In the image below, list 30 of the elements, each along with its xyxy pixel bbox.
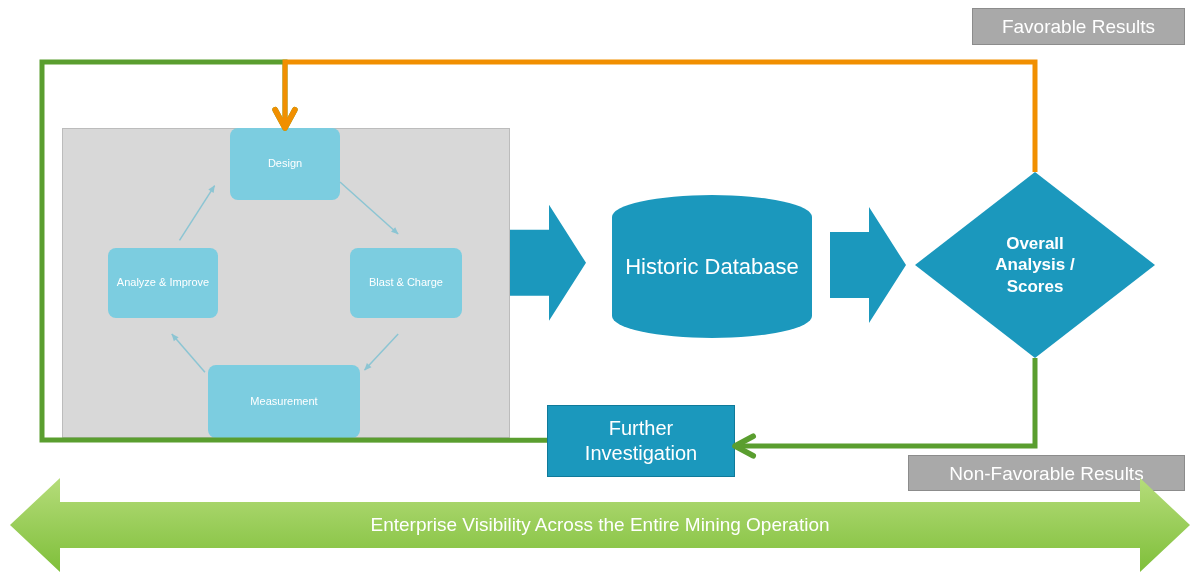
process-box (230, 128, 340, 200)
process-box (547, 405, 735, 477)
process-panel (62, 128, 510, 438)
node-label: Historic Database (624, 252, 800, 281)
result-label-box (908, 455, 1185, 491)
node-label: Measurement (249, 394, 319, 409)
block-arrow (830, 207, 906, 324)
decision-diamond (915, 172, 1155, 358)
node-label: Blast & Charge (368, 276, 444, 290)
node-label: Favorable Results (1000, 17, 1157, 36)
node-label: Analyze & Improve (115, 276, 211, 290)
node-label: Further Investigation (583, 416, 699, 466)
result-label-box (972, 8, 1185, 45)
process-box (108, 248, 218, 318)
database-cylinder (612, 195, 812, 338)
node-label: Overall Analysis / Scores (994, 233, 1076, 297)
arrow (171, 333, 206, 374)
process-box (350, 248, 462, 318)
arrow (178, 184, 216, 242)
arrow (363, 333, 399, 371)
arrow (339, 181, 399, 235)
double-arrow-band (10, 478, 1190, 572)
node-label: Enterprise Visibility Across the Entire Mining Operation (369, 512, 831, 537)
arrow (272, 59, 1038, 172)
node-label: Design (266, 157, 304, 171)
arrow (39, 59, 547, 443)
block-arrow (510, 204, 586, 321)
process-box (208, 365, 360, 438)
node-label: Non-Favorable Results (948, 463, 1145, 483)
arrow (732, 358, 1038, 459)
